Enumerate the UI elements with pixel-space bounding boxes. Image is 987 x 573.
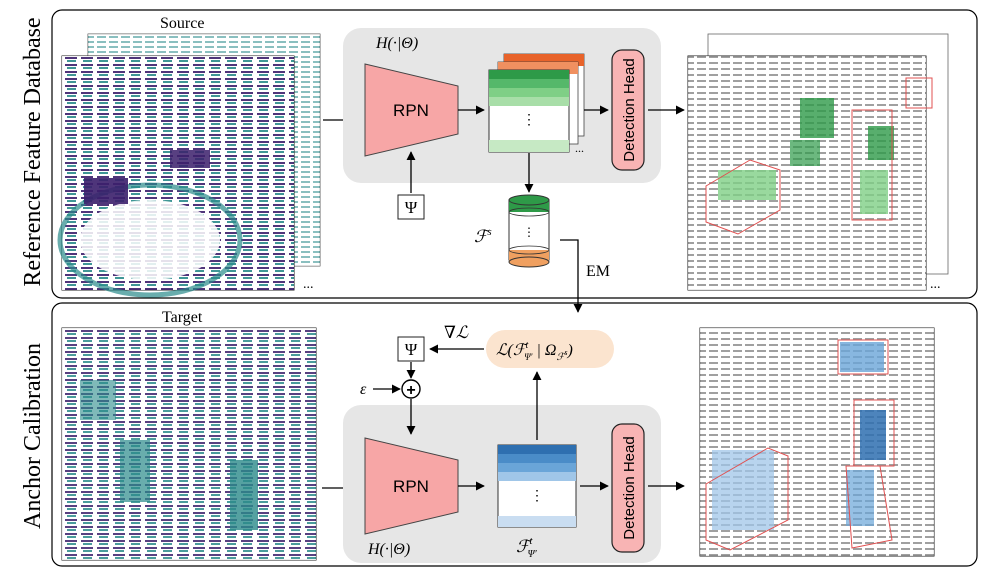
top-function-label: H(·|Θ) xyxy=(375,35,418,52)
target-label: Target xyxy=(162,309,203,326)
top-detection-head-label: Detection Head xyxy=(621,58,638,161)
top-feature-stack: ⋮ ... xyxy=(488,53,585,155)
bottom-function-label: H(·|Θ) xyxy=(367,541,410,558)
top-psi-label: Ψ xyxy=(405,198,418,217)
target-detection-result xyxy=(699,327,935,557)
feature-dots: ⋮ xyxy=(522,113,536,128)
top-detection-head xyxy=(611,49,645,171)
epsilon-label: ε xyxy=(360,381,367,398)
stack-ellipsis: ... xyxy=(303,277,314,292)
em-label: EM xyxy=(586,263,610,280)
top-rpn-label: RPN xyxy=(393,101,429,120)
top-section-frame xyxy=(51,9,978,299)
source-pointcloud xyxy=(57,55,295,298)
result-stack-ellipsis: ... xyxy=(930,277,941,292)
fs-label: ℱs xyxy=(474,226,492,246)
bottom-rpn-label: RPN xyxy=(393,477,429,496)
gradient-label: ∇ℒ xyxy=(444,323,469,342)
bottom-detection-head xyxy=(611,423,645,553)
bottom-psi-box[interactable] xyxy=(397,336,425,362)
bottom-detection-head-label: Detection Head xyxy=(621,436,638,539)
target-pointcloud xyxy=(61,327,317,561)
target-feature-block: ⋮ xyxy=(497,444,577,528)
feature-database-cylinder: ⋮ xyxy=(508,194,550,268)
feature-stack-ellipsis: ... xyxy=(575,141,584,155)
source-label: Source xyxy=(160,15,204,32)
bottom-psi-label: Ψ xyxy=(405,340,418,359)
anchor-calibration-label: Anchor Calibration xyxy=(20,343,46,529)
top-rpn-block xyxy=(364,63,459,157)
plus-sign: + xyxy=(406,382,415,399)
bottom-rpn-block xyxy=(364,437,459,535)
reference-feature-database-label: Reference Feature Database xyxy=(20,17,46,286)
loss-box xyxy=(486,330,614,368)
target-feature-dots: ⋮ xyxy=(530,489,544,504)
bottom-section-frame xyxy=(51,302,978,567)
top-psi-box[interactable] xyxy=(397,194,425,220)
add-noise-node xyxy=(401,379,421,399)
source-detection-result: ... xyxy=(687,33,949,292)
database-dots: ⋮ xyxy=(523,225,535,239)
